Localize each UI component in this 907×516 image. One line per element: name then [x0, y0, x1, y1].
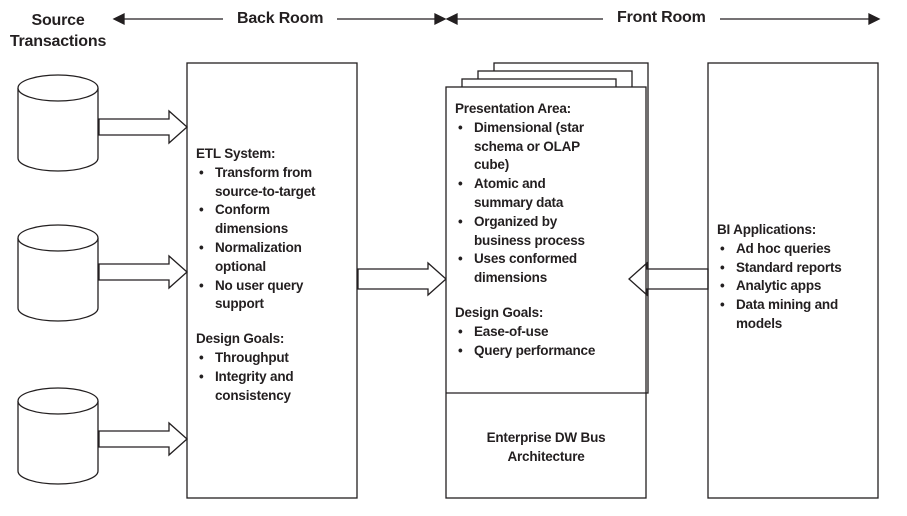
list-item: Ad hoc queries [717, 240, 872, 259]
bi-applications-list: Ad hoc queries Standard reports Analytic… [717, 240, 872, 334]
source-to-etl-arrow-1 [98, 109, 188, 145]
list-item: Conform dimensions [196, 201, 346, 239]
bi-to-presentation-arrow [628, 261, 709, 297]
front-room-header: Front Room [617, 9, 706, 26]
header-arrows [112, 12, 881, 26]
presentation-design-goals-list: Ease-of-use Query performance [455, 323, 605, 361]
list-item: Organized by business process [455, 213, 605, 251]
list-item: Integrity and consistency [196, 368, 346, 406]
presentation-area-content: Presentation Area: Dimensional (star sch… [455, 100, 605, 360]
etl-system-content: ETL System: Transform from source-to-tar… [196, 145, 346, 405]
list-item: Standard reports [717, 259, 872, 278]
etl-design-goals-list: Throughput Integrity and consistency [196, 349, 346, 405]
etl-to-presentation-arrow [357, 261, 447, 297]
etl-system-title: ETL System: [196, 146, 276, 161]
bi-applications-title: BI Applications: [717, 222, 817, 237]
source-database-2 [17, 224, 99, 322]
list-item: Analytic apps [717, 277, 872, 296]
presentation-area-title: Presentation Area: [455, 101, 571, 116]
list-item: Query performance [455, 342, 605, 361]
list-item: Throughput [196, 349, 346, 368]
bi-applications-box [707, 62, 879, 499]
list-item: Dimensional (star schema or OLAP cube) [455, 119, 605, 175]
source-database-1 [17, 74, 99, 172]
list-item: Atomic and summary data [455, 175, 605, 213]
etl-design-goals-title: Design Goals: [196, 331, 285, 347]
list-item: Uses conformed dimensions [455, 250, 605, 288]
list-item: Ease-of-use [455, 323, 605, 342]
list-item: No user query support [196, 277, 346, 315]
list-item: Normalization optional [196, 239, 346, 277]
bi-applications-content: BI Applications: Ad hoc queries Standard… [717, 221, 872, 334]
presentation-design-goals-title: Design Goals: [455, 304, 544, 320]
source-database-3 [17, 387, 99, 485]
list-item: Transform from source-to-target [196, 164, 346, 202]
source-transactions-header: Source Transactions [9, 12, 107, 50]
etl-features-list: Transform from source-to-target Conform … [196, 164, 346, 314]
back-room-header: Back Room [237, 10, 324, 27]
source-to-etl-arrow-3 [98, 421, 188, 457]
list-item: Data mining and models [717, 296, 872, 334]
presentation-features-list: Dimensional (star schema or OLAP cube) A… [455, 119, 605, 288]
enterprise-dw-bus-label: Enterprise DW Bus Architecture [486, 430, 606, 464]
source-to-etl-arrow-2 [98, 254, 188, 290]
etl-system-box [186, 62, 358, 499]
